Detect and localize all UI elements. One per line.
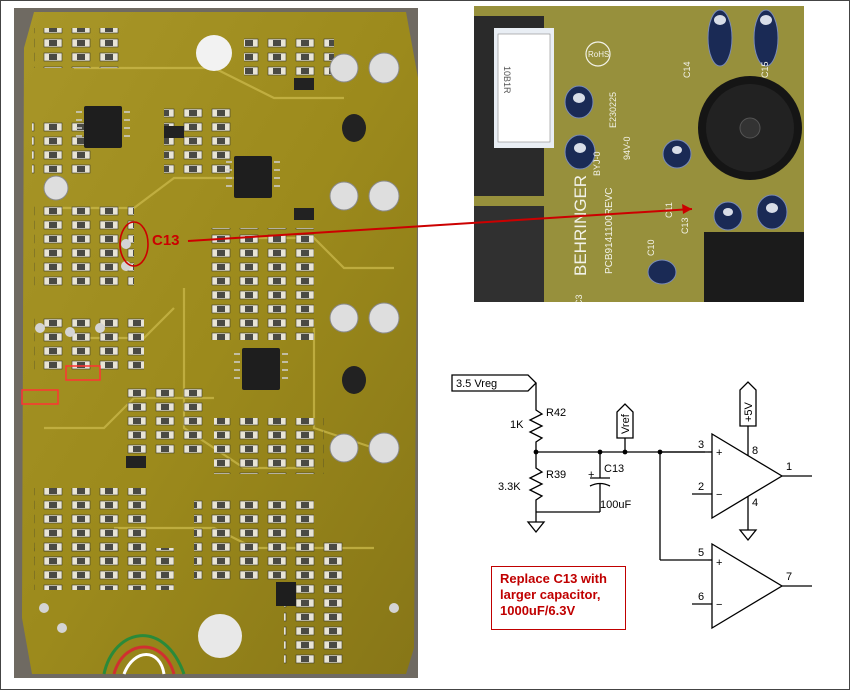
vref-label: Vref [620, 413, 632, 434]
pcb-photo-right: 10B1R BEHRINGER PCB9141100REVC E230225 9… [474, 6, 804, 302]
c13-callout-label: C13 [152, 232, 180, 249]
c13-value: 100uF [600, 499, 631, 511]
sticker-text: 10B1R [502, 66, 512, 94]
c13-name: C13 [604, 463, 624, 475]
r42-value: 1K [510, 419, 524, 431]
note-line-3: 1000uF/6.3V [500, 603, 576, 618]
c14-text: C14 [682, 61, 692, 78]
c15-text: C15 [760, 61, 770, 78]
brand-text: BEHRINGER [571, 175, 590, 276]
opamp2-pin5: 5 [698, 547, 704, 559]
c13-plus: + [588, 469, 594, 481]
opamp2-pin6: 6 [698, 591, 704, 603]
rohs-logo: RoHS [588, 50, 609, 59]
pcb-code-text: PCB9141100REVC [604, 187, 615, 274]
opamp1-pin8: 8 [752, 445, 758, 457]
opamp1-minus: − [716, 489, 722, 501]
opamp1-pin3: 3 [698, 439, 704, 451]
c10-text: C10 [646, 239, 656, 256]
vreg-label: 3.5 Vreg [456, 378, 497, 390]
c13-text: C13 [680, 217, 690, 234]
pcb-photo-left [14, 8, 418, 678]
plus5v-label: +5V [743, 401, 755, 422]
lot-text: 94V-0 [622, 136, 632, 160]
note-line-2: larger capacitor, [500, 587, 601, 602]
date-code-text: E230225 [608, 92, 618, 128]
r39-value: 3.3K [498, 481, 521, 493]
replace-note: Replace C13 with larger capacitor, 1000u… [491, 566, 626, 630]
c3-text: C3 [574, 294, 584, 302]
opamp1-plus: + [716, 447, 722, 459]
opamp2-pin7: 7 [786, 571, 792, 583]
r42-name: R42 [546, 407, 566, 419]
opamp1-pin1: 1 [786, 461, 792, 473]
opamp1-pin4: 4 [752, 497, 758, 509]
r39-name: R39 [546, 469, 566, 481]
vref-schematic: 3.5 Vreg R42 1K R39 3.3K C13 + 100uF Vre… [451, 374, 812, 630]
c11-text: C11 [664, 202, 674, 218]
opamp1-pin2: 2 [698, 481, 704, 493]
part-text: BYJ-0 [592, 151, 602, 176]
note-line-1: Replace C13 with [500, 571, 607, 586]
opamp2-minus: − [716, 599, 722, 611]
opamp2-plus: + [716, 557, 722, 569]
